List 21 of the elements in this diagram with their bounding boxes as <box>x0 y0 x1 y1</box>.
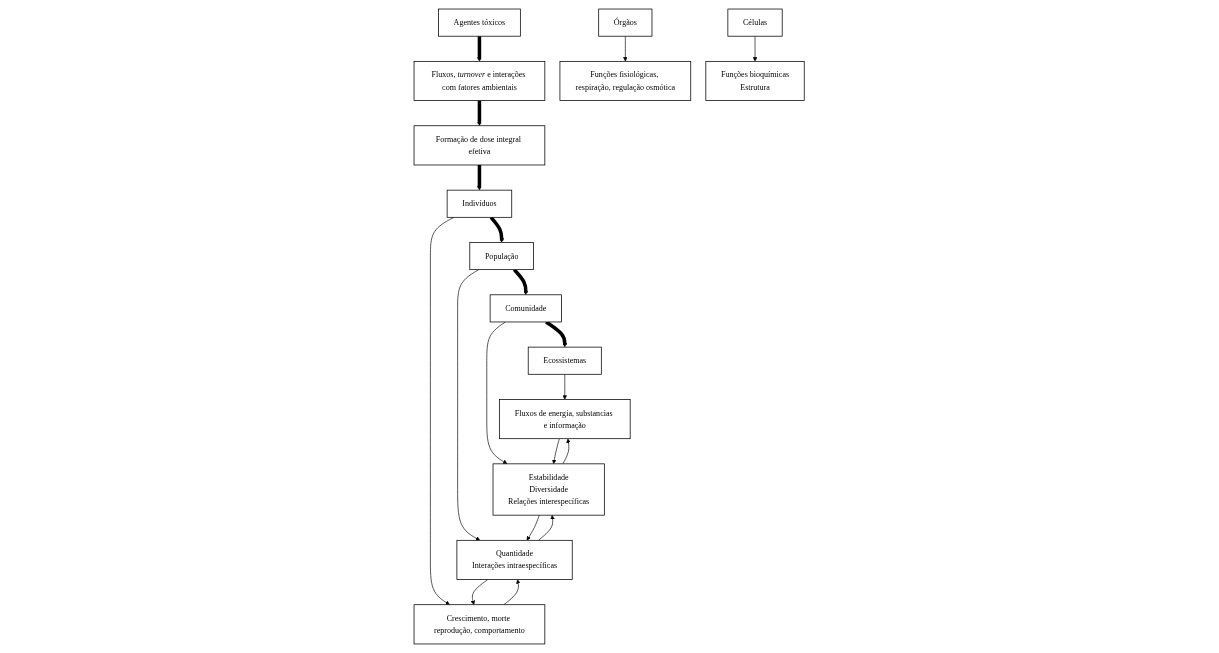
node-box: Crescimento, morte reprodução, comportamento <box>414 604 546 645</box>
node-box: População <box>469 242 535 270</box>
node-box: Comunidade <box>490 294 563 323</box>
node-box: Órgãos <box>598 8 653 37</box>
node-box: Funções fisiológicas, respiração, regulação osmótica <box>559 60 692 101</box>
node-box: Quantidade Interações intraespecíficas <box>456 539 573 580</box>
arrow <box>545 320 568 348</box>
arrow <box>490 216 505 243</box>
node-box: Funções bioquímicas Estrutura <box>705 60 805 101</box>
arrow <box>477 165 482 191</box>
node-box: Agentes tóxicos <box>438 8 522 37</box>
arrow <box>477 36 482 62</box>
node-box: Formação de dose integral efetiva <box>414 125 546 166</box>
node-box: Células <box>727 8 783 37</box>
arrow <box>513 268 529 295</box>
node-box: Fluxos, turnover e interações com fatores ambientais <box>414 60 546 101</box>
node-box: Ecossistemas <box>528 346 603 375</box>
node-box: Fluxos de energia, substancias e informação <box>499 399 631 440</box>
arrow <box>477 100 482 126</box>
node-box: Indivíduos <box>447 189 513 218</box>
node-box: Estabilidade Diversidade Relações interespecíficas <box>493 463 606 516</box>
